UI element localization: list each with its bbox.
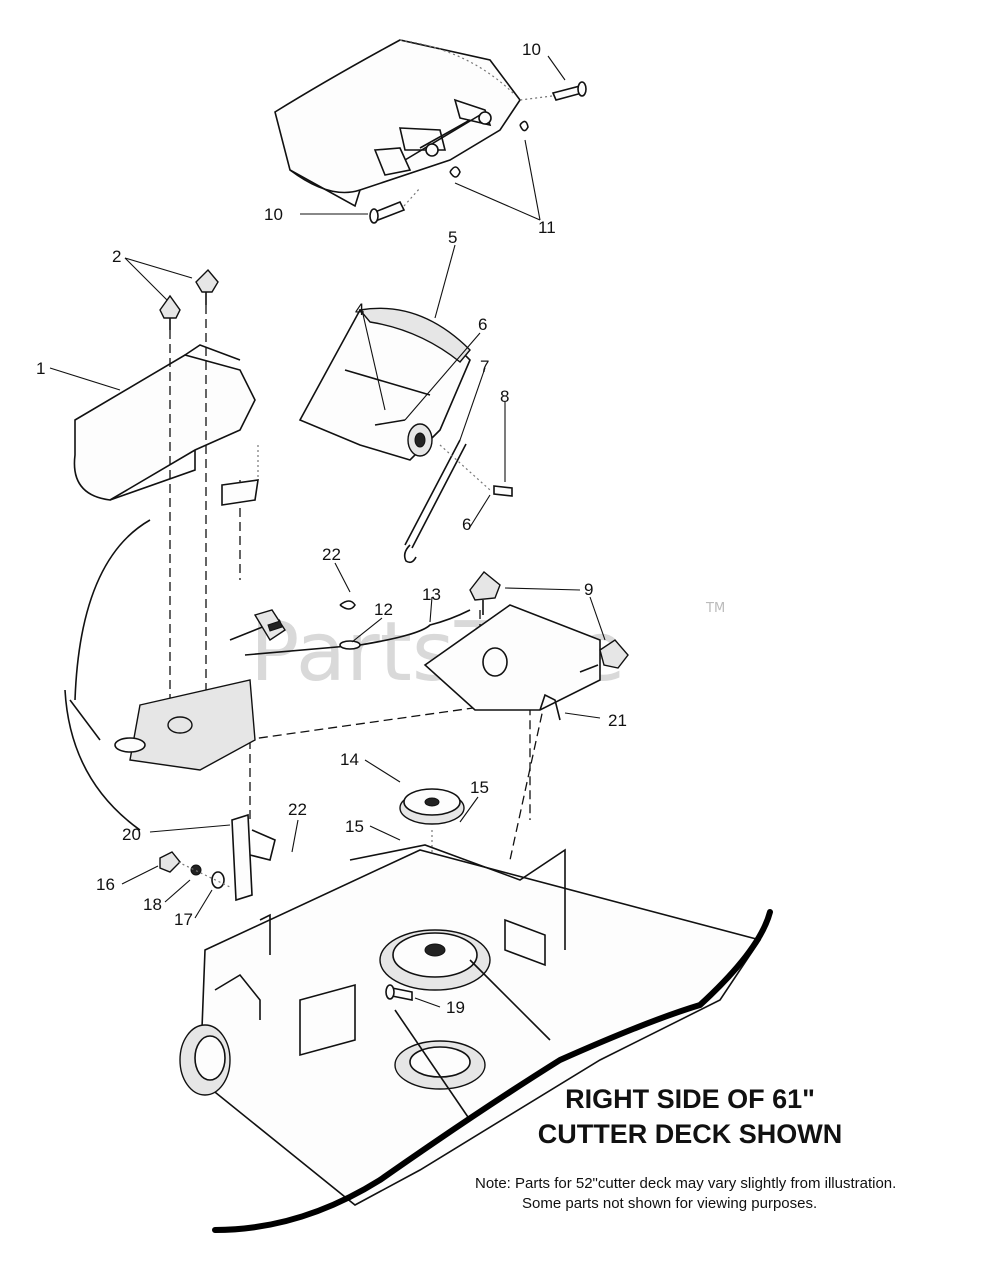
hairpin-clips	[449, 120, 529, 178]
callout-17: 17	[174, 910, 193, 929]
callout-15-right: 15	[470, 778, 489, 797]
knob-bracket-top	[469, 571, 501, 615]
mounting-plate	[231, 813, 276, 902]
callout-20: 20	[122, 825, 141, 844]
diagram-note-line1: Note: Parts for 52"cutter deck may vary …	[475, 1175, 897, 1192]
knob-right	[195, 268, 219, 305]
callout-13: 13	[422, 585, 441, 604]
callout-8: 8	[500, 387, 509, 406]
callout-19: 19	[446, 998, 465, 1017]
callout-12: 12	[374, 600, 393, 619]
callout-7: 7	[480, 357, 489, 376]
watermark-trademark: TM	[705, 601, 725, 616]
knob-left	[159, 294, 181, 330]
chute-spring-rod	[403, 439, 513, 564]
callout-10-lower: 10	[264, 205, 283, 224]
callout-10-upper: 10	[522, 40, 541, 59]
chute-mount-bracket	[423, 604, 601, 721]
spindle-assembly-left	[64, 445, 286, 831]
callout-22-lower: 22	[288, 800, 307, 819]
callout-labels: 10 10 11 5 2 1 4 6 7 8 6 22 12 13 9 21 1…	[36, 40, 627, 1017]
callout-14: 14	[340, 750, 359, 769]
diagram-title-line1: RIGHT SIDE OF 61"	[565, 1084, 815, 1114]
hinge-bracket-assembly	[373, 98, 492, 176]
chute-cable	[244, 600, 471, 656]
callout-4: 4	[355, 300, 364, 319]
callout-15-left: 15	[345, 817, 364, 836]
callout-21: 21	[608, 711, 627, 730]
discharge-deflector-cover	[274, 39, 521, 208]
callout-22-upper: 22	[322, 545, 341, 564]
callout-6-lower: 6	[462, 515, 471, 534]
callout-16: 16	[96, 875, 115, 894]
cutter-deck	[199, 844, 762, 1206]
callout-1: 1	[36, 359, 45, 378]
diagram-title-line2: CUTTER DECK SHOWN	[537, 1119, 843, 1149]
callout-5: 5	[448, 228, 457, 247]
callout-6-upper: 6	[478, 315, 487, 334]
callout-2: 2	[112, 247, 121, 266]
idler-pulley-upper	[399, 788, 465, 880]
hinge-pin-upper	[519, 81, 587, 101]
deck-caster-wheel	[179, 973, 261, 1096]
hardware-nut-washers	[159, 851, 233, 889]
knob-bracket-side	[579, 639, 629, 673]
leader-lines	[49, 55, 606, 1008]
callout-18: 18	[143, 895, 162, 914]
diagram-note-line2: Some parts not shown for viewing purpose…	[522, 1195, 818, 1212]
callout-11: 11	[538, 218, 556, 237]
callout-9: 9	[584, 580, 593, 599]
carriage-bolt	[385, 984, 413, 1001]
hinge-pin-lower	[369, 187, 421, 224]
cutaway-line	[212, 909, 773, 1233]
discharge-chute	[298, 307, 471, 461]
belt-cover	[73, 344, 256, 501]
